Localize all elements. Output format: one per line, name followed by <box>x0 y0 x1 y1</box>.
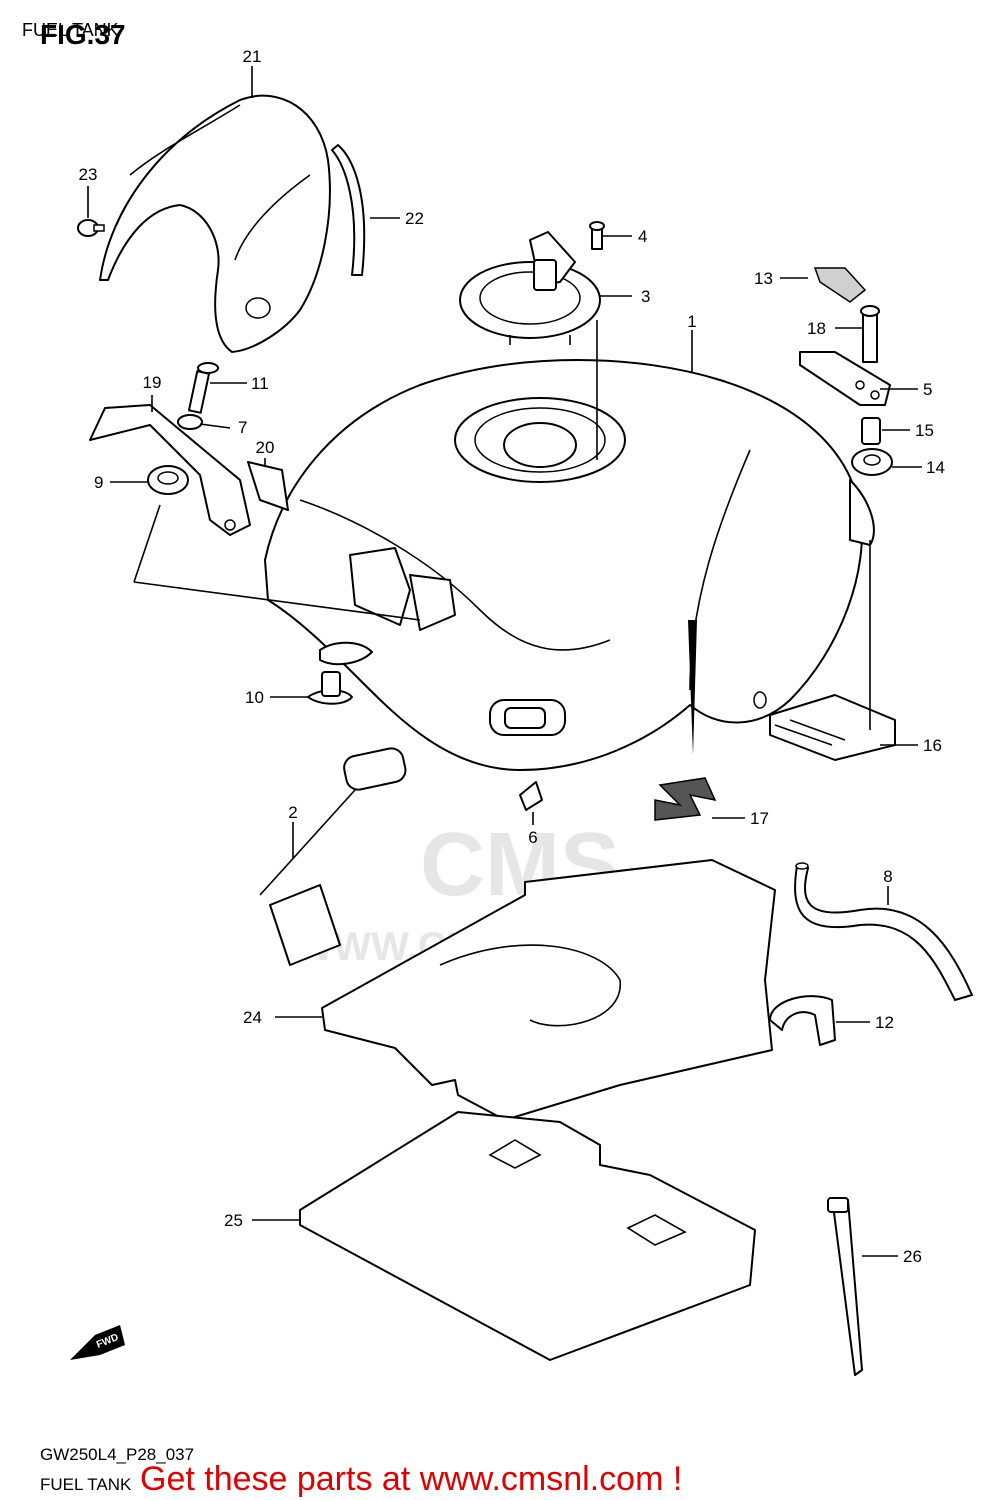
callout-22: 22 <box>405 209 424 228</box>
callout-21: 21 <box>243 47 262 66</box>
part-13-rubber-pad <box>813 267 867 303</box>
callout-3: 3 <box>641 287 650 306</box>
figure-subtitle: FUEL TANK <box>22 20 119 40</box>
part-20-plate <box>247 461 289 511</box>
part-7-washer <box>177 414 203 430</box>
part-14-cushion <box>851 448 893 476</box>
part-12-clamp <box>769 995 836 1046</box>
part-26-band <box>827 1197 863 1376</box>
part-17-emblem <box>654 777 717 821</box>
callout-12: 12 <box>875 1013 894 1032</box>
fwd-arrow-icon: FWD <box>70 1325 125 1360</box>
part-16-cushion-block <box>769 694 896 761</box>
callout-6: 6 <box>528 828 537 847</box>
part-18-bolt <box>860 305 880 363</box>
part-25-shield-plate <box>299 1111 756 1361</box>
part-1-fuel-tank <box>264 359 875 771</box>
part-8-hose <box>794 862 974 1002</box>
part-15-collar <box>861 417 881 445</box>
callout-24: 24 <box>243 1008 262 1027</box>
part-19-bracket <box>89 404 251 536</box>
callout-1: 1 <box>687 312 696 331</box>
callout-18: 18 <box>807 319 826 338</box>
callout-20: 20 <box>256 438 275 457</box>
callout-2: 2 <box>288 803 297 822</box>
part-5-bracket <box>799 351 891 406</box>
part-4-bolt <box>589 221 605 250</box>
part-6-stopper <box>519 781 543 811</box>
part-3-fuel-cap <box>459 231 601 345</box>
callout-9: 9 <box>94 473 103 492</box>
figure-label: FIG.37 <box>40 19 126 50</box>
part-24-heat-shield <box>321 859 776 1121</box>
callout-23: 23 <box>79 165 98 184</box>
diagram-code: GW250L4_P28_037 <box>40 1445 194 1464</box>
callout-8: 8 <box>883 867 892 886</box>
callout-5: 5 <box>923 380 932 399</box>
callout-15: 15 <box>915 421 934 440</box>
callout-14: 14 <box>926 458 945 477</box>
part-2-fuel-gauge <box>259 747 407 966</box>
part-21-tank-cover <box>99 94 331 353</box>
part-10-grommet <box>307 671 353 705</box>
part-23-screw <box>77 219 105 237</box>
callout-13: 13 <box>754 269 773 288</box>
part-22-trim-strip <box>331 144 366 276</box>
leader-lines <box>87 66 922 1257</box>
footer-title: FUEL TANK <box>40 1475 132 1494</box>
callout-7: 7 <box>238 418 247 437</box>
callout-16: 16 <box>923 736 942 755</box>
callout-4: 4 <box>638 227 647 246</box>
callouts: 1 2 3 4 5 6 7 8 9 10 11 12 13 14 15 16 1… <box>79 47 945 1266</box>
callout-10: 10 <box>245 688 264 707</box>
part-9-cushion <box>147 465 189 495</box>
callout-26: 26 <box>903 1247 922 1266</box>
callout-25: 25 <box>224 1211 243 1230</box>
part-11-bolt <box>187 362 219 414</box>
promo-link[interactable]: Get these parts at www.cmsnl.com ! <box>140 1460 682 1498</box>
callout-19: 19 <box>143 373 162 392</box>
callout-17: 17 <box>750 809 769 828</box>
callout-11: 11 <box>251 374 269 393</box>
